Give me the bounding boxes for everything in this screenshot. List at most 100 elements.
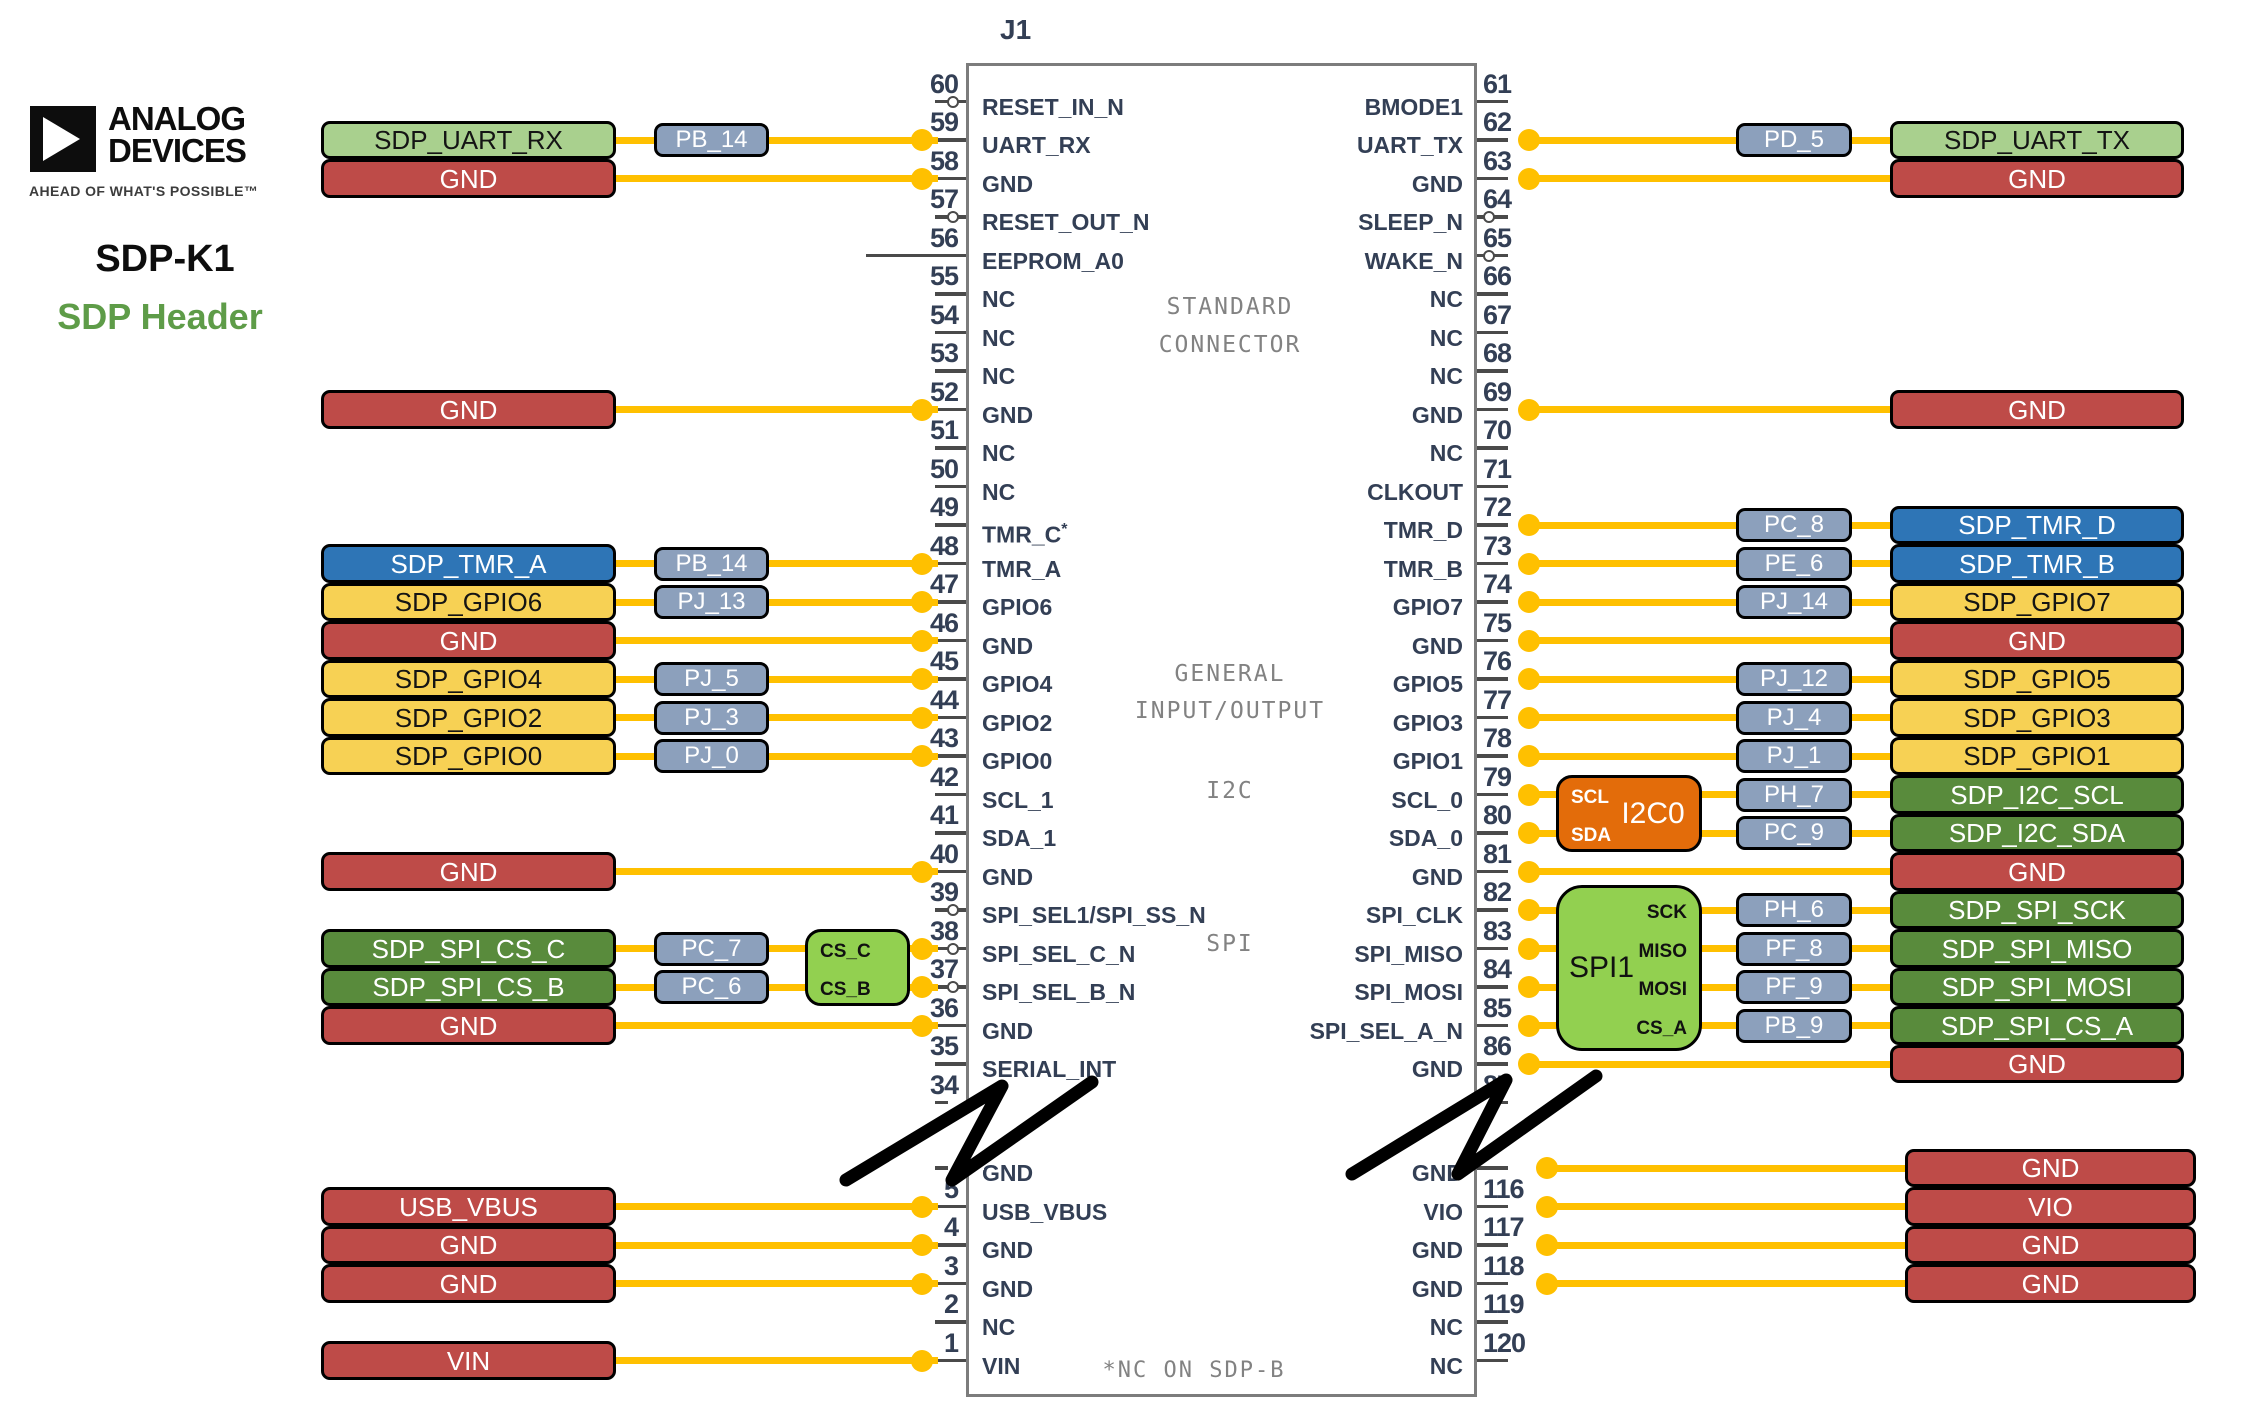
pin-number-67: 67 [1483,299,1512,330]
pin-number-56: 56 [929,222,959,253]
mcu-pin-chip-pj_0: PJ_0 [654,739,769,773]
net-box-vin: VIN [321,1341,616,1380]
wire [616,560,938,567]
pin-stub [1477,946,1508,951]
pin-number-62: 62 [1483,107,1512,137]
junction-dot-icon [911,129,933,151]
pin-number-53: 53 [929,338,959,368]
pin-number-37: 37 [929,954,959,984]
mcu-pin-chip-pj_14: PJ_14 [1736,585,1852,619]
pin-label-reset-in-n: RESET_IN_N [982,93,1124,120]
pin-number-39: 39 [929,877,959,907]
junction-dot-icon [1518,783,1540,806]
pin-number-38: 38 [929,915,959,946]
pin-stub [1477,561,1508,566]
footnote: *NC ON SDP-B [1102,1358,1286,1383]
net-box-sdp_uart_rx: SDP_UART_RX [321,120,616,160]
pin-number-35: 35 [929,1031,959,1061]
inverted-bubble-icon [947,95,959,108]
pin-number-73: 73 [1483,530,1512,561]
net-box-sdp_spi_cs_c: SDP_SPI_CS_C [321,929,616,968]
inverted-bubble-icon [947,942,959,955]
pin-label-eeprom-a0: EEPROM_A0 [982,247,1124,274]
mcu-pin-chip-pj_4: PJ_4 [1736,700,1852,735]
wire [1526,829,1890,837]
junction-dot-icon [1518,860,1540,883]
pin-stub [935,369,966,373]
net-box-usb_vbus: USB_VBUS [321,1187,616,1226]
pin-number-80: 80 [1483,800,1512,830]
inverted-bubble-icon [1483,249,1495,262]
pin-label-gpio6: GPIO6 [982,594,1053,620]
pin-number-1: 1 [943,1327,959,1358]
pin-label-gnd: GND [1411,863,1463,890]
wire [1526,752,1890,760]
net-box-sdp_gpio5: SDP_GPIO5 [1890,659,2184,699]
pin-stub [935,446,966,450]
wire [1544,1280,1905,1287]
pin-label-scl-0: SCL_0 [1391,786,1463,813]
mcu-pin-chip-pj_5: PJ_5 [654,662,769,696]
net-box-sdp_spi_sck: SDP_SPI_SCK [1890,890,2184,930]
pin-stub [1477,638,1508,643]
pin-stub [935,407,966,412]
pin-label-nc: NC [982,324,1016,351]
i2c0-hub-title: I2C0 [1621,796,1685,830]
mcu-pin-chip-pf_8: PF_8 [1736,931,1852,966]
pin-label-nc: NC [1429,1352,1463,1379]
mcu-pin-chip-ph_7: PH_7 [1736,777,1852,812]
junction-dot-icon [911,552,933,575]
wire [1526,868,1890,875]
net-box-sdp_gpio4: SDP_GPIO4 [321,659,616,699]
pin-stub [1477,292,1508,296]
cs-hub-label-cs_c: CS_C [820,940,871,962]
mcu-pin-chip-ph_6: PH_6 [1736,893,1852,927]
mcu-pin-chip-pb_14: PB_14 [654,123,769,157]
junction-dot-icon [911,1195,933,1218]
pin-stub [1477,484,1508,489]
mcu-pin-chip-pj_12: PJ_12 [1736,662,1852,696]
pin-label-gnd: GND [1411,1056,1463,1082]
net-box-sdp_gpio6: SDP_GPIO6 [321,582,616,622]
pin-stub [935,869,966,874]
pin-number-50: 50 [929,453,959,484]
pin-label-gpio5: GPIO5 [1392,671,1463,697]
pin-number-65: 65 [1483,222,1512,253]
inverted-bubble-icon [947,981,959,993]
net-box-gnd: GND [1890,852,2184,891]
mcu-pin-chip-pj_3: PJ_3 [654,700,769,735]
pin-number-74: 74 [1483,569,1512,599]
pin-number-81: 81 [1483,838,1512,869]
pin-label-gnd: GND [1411,632,1463,659]
mcu-pin-chip-pb_14: PB_14 [654,546,769,581]
pin-number-34: 34 [929,1069,959,1100]
pin-label-nc: NC [1429,440,1463,466]
pin-stub [935,677,966,681]
pin-stub [935,638,966,643]
wire [616,714,938,721]
net-box-gnd: GND [321,159,616,198]
net-box-sdp_spi_miso: SDP_SPI_MISO [1890,929,2184,968]
pin-label-vin: VIN [982,1352,1021,1379]
pin-stub [1477,1281,1508,1286]
pin-stub [1477,176,1508,181]
pin-stub [935,292,966,296]
pin-stub [1477,831,1508,835]
pin-label-tmr-d: TMR_D [1383,517,1463,543]
pin-label-spi-miso: SPI_MISO [1354,940,1463,967]
pin-label-sleep-n: SLEEP_N [1358,209,1463,235]
spi1-hub-label-cs_a: CS_A [1636,1017,1687,1039]
pin-stub [935,1204,966,1209]
net-box-sdp_uart_tx: SDP_UART_TX [1890,120,2184,160]
pin-label-gpio7: GPIO7 [1392,594,1463,620]
wire [1544,1241,1905,1249]
junction-dot-icon [1518,937,1540,960]
pin-stub [935,715,966,720]
wire [616,1357,938,1364]
net-box-gnd: GND [321,1264,616,1303]
wire [1526,175,1890,182]
center-label-general: GENERAL [1174,661,1286,687]
pin-label-gpio3: GPIO3 [1392,709,1463,736]
mcu-pin-chip-pe_6: PE_6 [1736,546,1852,581]
spi1-hub-title: SPI1 [1569,950,1635,984]
